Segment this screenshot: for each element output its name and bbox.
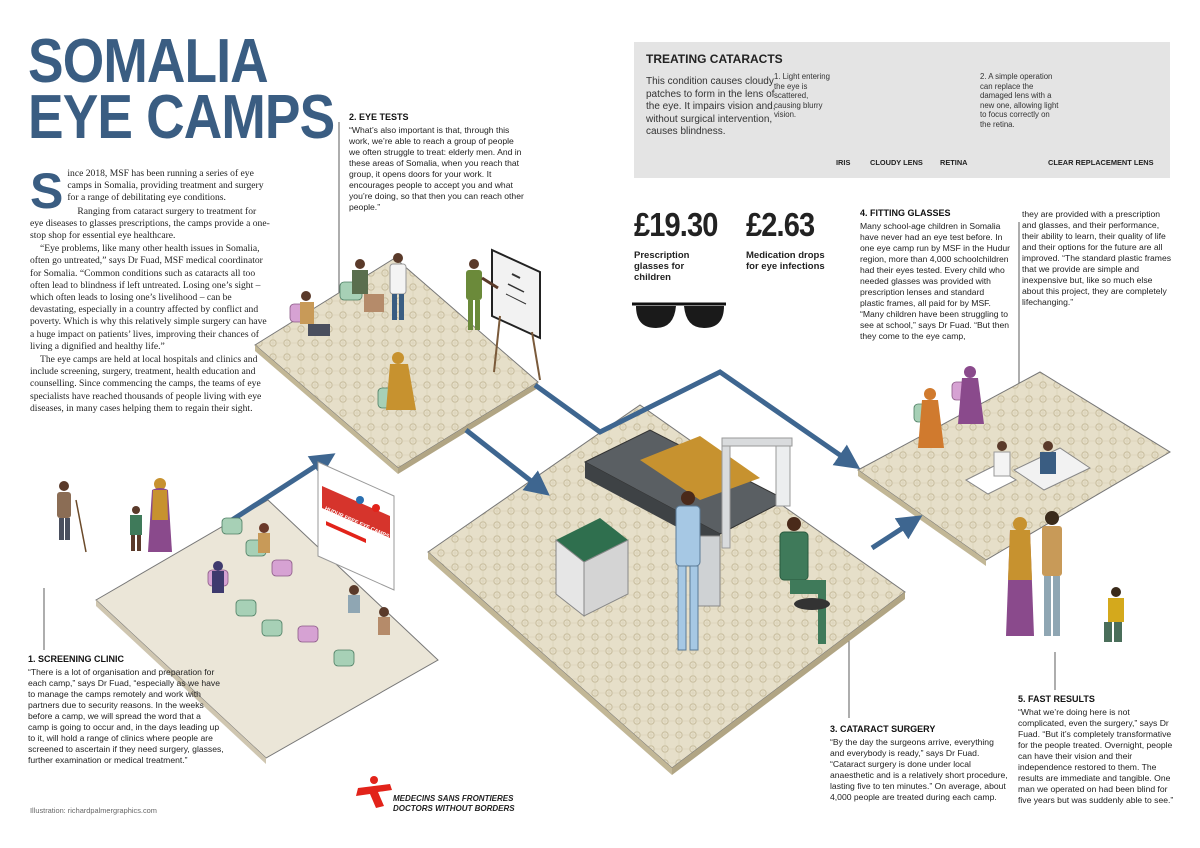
section-text-col2: they are provided with a prescription an… (1022, 209, 1172, 307)
seated-patients (212, 523, 390, 635)
section-cataract-surgery: 3. CATARACT SURGERY “By the day the surg… (830, 724, 1008, 803)
section-text: “What’s also important is that, through … (349, 125, 524, 212)
surgeon-standing (675, 491, 701, 651)
eye-chart-easel (491, 248, 541, 381)
title-line-2: EYE CAMPS (28, 83, 335, 152)
intro-paragraph-3: “Eye problems, like many other health is… (30, 243, 267, 352)
drops-price-label: Medication drops for eye infections (746, 250, 825, 272)
glasses-price: £19.30 (634, 206, 718, 243)
microscope (721, 437, 793, 549)
seated-patients-eye-tests (289, 259, 416, 410)
flow-arrows (230, 369, 923, 551)
intro-paragraph-4: The eye camps are held at local hospital… (30, 354, 262, 414)
label-retina: RETINA (940, 158, 968, 167)
page-title: SOMALIA EYE CAMPS (28, 27, 335, 152)
section-fitting-glasses: 4. FITTING GLASSES Many school-age child… (860, 208, 1174, 342)
cataract-step-2: 2. A simple operation can replace the da… (980, 72, 1059, 129)
doctor-examining (389, 253, 407, 320)
cataract-step-1: 1. Light entering the eye is scattered, … (774, 72, 830, 120)
msf-wordmark: MEDECINS SANS FRONTIERES DOCTORS WITHOUT… (393, 794, 515, 813)
section-screening-clinic: 1. SCREENING CLINIC “There is a lot of o… (28, 654, 224, 766)
figures-glasses-results (913, 366, 1124, 642)
instrument-trolley (555, 518, 629, 618)
illustration-credit: Illustration: richardpalmergraphics.com (30, 806, 157, 815)
label-clear-lens: CLEAR REPLACEMENT LENS (1048, 158, 1154, 167)
msf-line-1: MEDECINS SANS FRONTIERES (393, 794, 514, 803)
drops-price: £2.63 (746, 206, 815, 243)
cataracts-panel (634, 42, 1170, 178)
woman-in-hijab (148, 478, 172, 552)
waiting-chairs (913, 366, 984, 448)
section-heading: 1. SCREENING CLINIC (28, 654, 125, 664)
camp-banner (317, 461, 395, 591)
elderly-man-with-cane (57, 481, 87, 553)
glasses-icon (632, 302, 726, 328)
figures-screening (57, 461, 395, 667)
label-cloudy-lens: CLOUDY LENS (870, 158, 923, 167)
intro-dropcap: S (30, 163, 64, 219)
cataracts-description: This condition causes cloudy patches to … (646, 76, 776, 137)
glasses-price-label: Prescription glasses for children (634, 250, 690, 283)
section-heading: 5. FAST RESULTS (1018, 694, 1095, 704)
floor-surgery (427, 404, 906, 775)
section-text-col1: Many school-age children in Somalia have… (860, 221, 1010, 341)
figures-surgery (555, 429, 830, 651)
title-line-1: SOMALIA (28, 27, 269, 96)
intro-paragraph-2: Ranging from cataract surgery to treatme… (30, 205, 270, 242)
fitting-table (964, 441, 1092, 495)
msf-logo-icon (356, 776, 392, 808)
section-text: “There is a lot of organisation and prep… (28, 667, 224, 765)
cataracts-title: TREATING CATARACTS (646, 52, 783, 66)
section-heading: 2. EYE TESTS (349, 112, 409, 122)
section-text: “By the day the surgeons arrive, everyth… (830, 737, 1008, 802)
leaving-group (1006, 511, 1124, 642)
health-worker-pointing (466, 259, 499, 330)
section-text: “What we’re doing here is not complicate… (1018, 707, 1174, 805)
section-eye-tests: 2. EYE TESTS “What’s also important is t… (349, 112, 527, 213)
surgeon-seated (779, 517, 830, 644)
msf-line-2: DOCTORS WITHOUT BORDERS (393, 803, 515, 813)
section-heading: 3. CATARACT SURGERY (830, 724, 936, 734)
child (130, 506, 142, 551)
section-fast-results: 5. FAST RESULTS “What we’re doing here i… (1018, 694, 1180, 806)
label-iris: IRIS (836, 158, 851, 167)
section-heading: 4. FITTING GLASSES (860, 208, 951, 218)
figures-eye-tests (289, 248, 541, 410)
